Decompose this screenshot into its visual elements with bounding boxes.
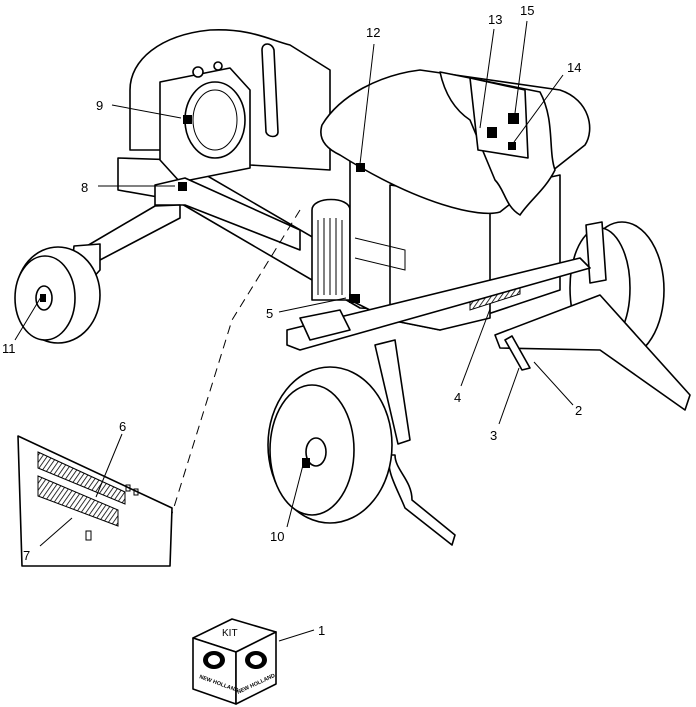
kit-label: KIT — [222, 628, 238, 639]
front-wheel-hub — [305, 437, 327, 467]
hood-cap-2 — [213, 61, 223, 71]
hood-cap — [192, 66, 204, 78]
leader-11 — [14, 296, 42, 341]
decal-13-mark — [487, 127, 497, 138]
callout-13: 13 — [488, 12, 502, 27]
air-intake-pipe — [261, 43, 279, 138]
callout-10: 10 — [270, 529, 284, 544]
callout-labels: 1 2 3 4 5 6 7 8 9 10 11 12 13 14 15 — [2, 3, 582, 638]
leader-9 — [111, 104, 182, 119]
frame-decal — [178, 182, 187, 191]
leader-10 — [286, 464, 304, 528]
brand-emblem-right-icon — [245, 651, 267, 669]
callout-12: 12 — [366, 25, 380, 40]
leader-12 — [359, 43, 375, 165]
leader-5 — [278, 297, 347, 313]
callout-1: 1 — [318, 623, 325, 638]
brand-emblem-left-icon — [203, 651, 225, 669]
panel-slot — [85, 530, 92, 541]
decal-14-mark — [508, 142, 516, 150]
radiator-grille-inner — [192, 89, 238, 151]
front-caster-arm — [388, 454, 456, 546]
front-caster-fork — [374, 339, 411, 445]
leader-1 — [278, 629, 315, 642]
leader-2 — [533, 361, 574, 406]
callout-3: 3 — [490, 428, 497, 443]
leader-13 — [479, 28, 495, 129]
decal-12-mark — [356, 163, 365, 172]
leader-3 — [498, 367, 520, 425]
drawbar — [494, 294, 691, 411]
front-wheel-decal — [302, 458, 310, 468]
cab-interior-panel — [469, 77, 529, 159]
panel-tab-1 — [125, 484, 131, 492]
leader-6 — [95, 433, 123, 498]
decal-kit-box: KIT NEW HOLLAND NEW HOLLAND — [192, 618, 277, 705]
panel-tab-2 — [133, 488, 139, 496]
decal-5-mark — [349, 294, 360, 303]
spring-coils — [317, 218, 343, 295]
callout-8: 8 — [81, 180, 88, 195]
leader-14 — [513, 74, 564, 143]
front-hitch-block — [299, 309, 351, 341]
callout-6: 6 — [119, 419, 126, 434]
callout-4: 4 — [454, 390, 461, 405]
panel-decal-upper — [37, 451, 126, 505]
leader-15 — [514, 20, 528, 114]
callout-15: 15 — [520, 3, 534, 18]
callout-9: 9 — [96, 98, 103, 113]
radiator-decal — [183, 115, 192, 124]
cab-window-divider — [354, 237, 406, 271]
side-panel — [17, 435, 173, 567]
leader-4 — [460, 308, 491, 387]
callout-2: 2 — [575, 403, 582, 418]
callout-5: 5 — [266, 306, 273, 321]
hitch-pin — [504, 335, 531, 371]
callout-11: 11 — [2, 341, 16, 356]
leader-7 — [39, 517, 73, 547]
decal-15-mark — [508, 113, 519, 124]
callout-7: 7 — [23, 548, 30, 563]
front-axle-beam — [286, 257, 591, 351]
right-fork-bracket — [585, 221, 607, 284]
machine-illustration — [14, 28, 691, 546]
left-wheel-decal — [40, 294, 46, 302]
leader-lines — [14, 20, 574, 642]
panel-decal-lower — [37, 475, 119, 527]
callout-14: 14 — [567, 60, 581, 75]
rear-frame — [154, 177, 301, 251]
radiator-grille — [184, 81, 246, 159]
